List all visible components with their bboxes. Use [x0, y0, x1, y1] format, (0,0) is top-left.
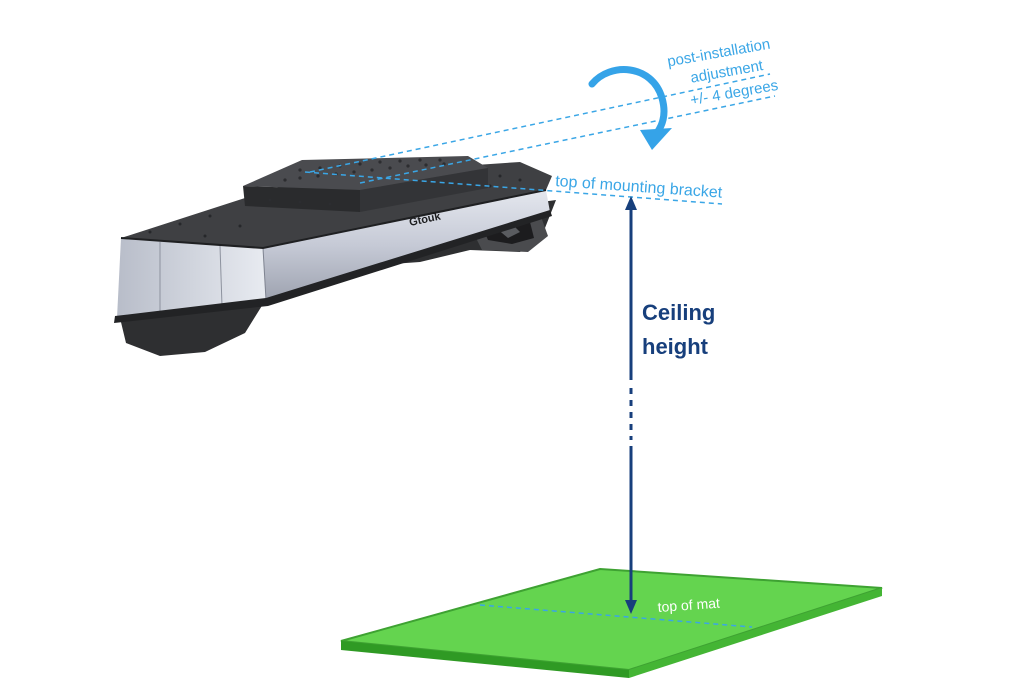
mat-top-line — [479, 604, 753, 628]
mat — [340, 567, 883, 678]
rotation-arrow-icon — [588, 66, 672, 150]
reference-lines — [304, 73, 776, 205]
camera-device: Gtouk — [114, 156, 556, 356]
device-side-band — [263, 190, 550, 300]
rotation-label: post-installation adjustment +/- 4 degre… — [666, 36, 779, 109]
mat-edge — [341, 641, 629, 678]
mounting-bracket-side — [243, 186, 360, 212]
ceiling-height-label-line1: Ceiling — [642, 300, 715, 325]
ceiling-height-label-line2: height — [642, 334, 709, 359]
double-arrow-icon — [625, 196, 637, 614]
mat-label: top of mat — [657, 595, 720, 615]
device-front-band — [117, 238, 266, 318]
rotation-reference-line — [309, 73, 771, 173]
rotation-tilted-line — [359, 95, 776, 184]
bracket-reference-line — [304, 171, 723, 205]
